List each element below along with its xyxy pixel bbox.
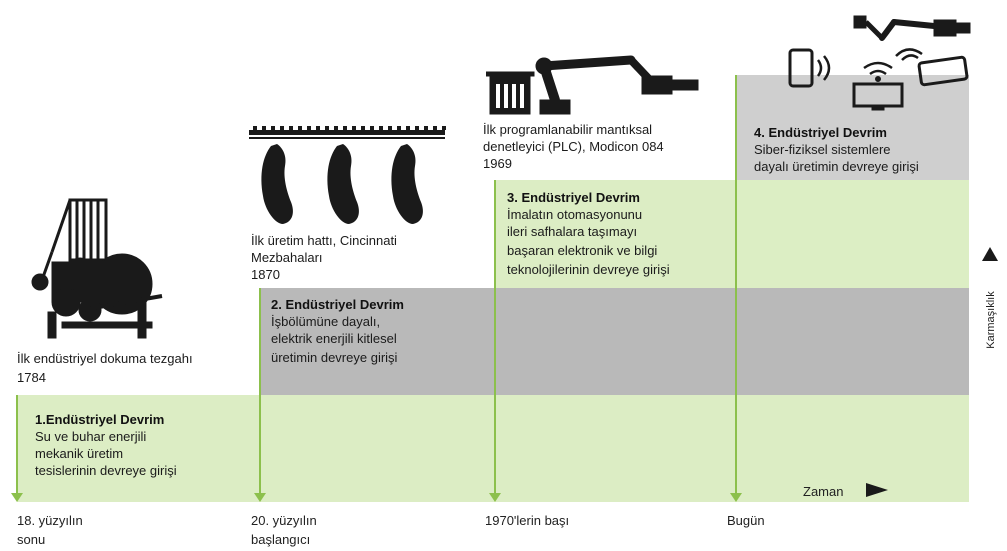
milestone-2-year: 1870	[251, 267, 280, 282]
rail-tooth	[352, 126, 356, 130]
milestone-3-name: İlk programlanabilir mantıksal	[483, 122, 653, 137]
revolution-3-line: teknolojilerinin devreye girişi	[507, 262, 670, 277]
era-4-line: Bugün	[727, 513, 765, 528]
rail-tooth	[361, 126, 365, 130]
milestone-2-name-cont: Mezbahaları	[251, 250, 323, 265]
revolution-4-line: Siber-fiziksel sistemlere	[754, 142, 891, 157]
revolution-2-line: üretimin devreye girişi	[271, 350, 398, 365]
loom-icon	[31, 198, 163, 339]
timeline-line-4	[735, 75, 737, 495]
rail-tooth	[253, 126, 257, 130]
band-2	[260, 288, 969, 395]
y-axis-arrow-icon	[982, 247, 998, 261]
rail-tooth	[289, 126, 293, 130]
revolution-2-line: elektrik enerjili kitlesel	[271, 331, 397, 346]
revolution-2: 2. Endüstriyel Devrim İşbölümüne dayalı,…	[271, 296, 491, 366]
rail-tooth	[316, 126, 320, 130]
milestone-2-caption: İlk üretim hattı, Cincinnati Mezbahaları…	[251, 232, 491, 283]
band-4-base	[736, 180, 969, 288]
era-2-line: başlangıcı	[251, 532, 311, 547]
rail-tooth	[280, 126, 284, 130]
x-axis-arrow-icon	[866, 483, 888, 497]
rail-tooth	[343, 126, 347, 130]
revolution-2-line: İşbölümüne dayalı,	[271, 314, 381, 329]
rail-tooth	[433, 126, 437, 130]
milestone-3-name-cont: denetleyici (PLC), Modicon 084	[483, 139, 664, 154]
timeline-arrow-1	[11, 493, 23, 502]
rail-tooth	[379, 126, 383, 130]
revolution-3-line: başaran elektronik ve bilgi	[507, 243, 658, 258]
revolution-1-line: tesislerinin devreye girişi	[35, 463, 177, 478]
revolution-1: 1.Endüstriyel Devrim Su ve buhar enerjil…	[35, 411, 255, 479]
rail-tooth	[325, 126, 329, 130]
rail-tooth	[334, 126, 338, 130]
cyber-physical-icon	[788, 15, 971, 111]
production-line-icon	[249, 126, 446, 224]
revolution-4-title: 4. Endüstriyel Devrim	[754, 125, 887, 140]
rail-tooth	[406, 126, 410, 130]
rail-tooth	[424, 126, 428, 130]
revolution-4-line: dayalı üretimin devreye girişi	[754, 159, 919, 174]
milestone-2-name: İlk üretim hattı, Cincinnati	[251, 233, 397, 248]
revolution-1-line: mekanik üretim	[35, 446, 124, 461]
timeline-line-2	[259, 288, 261, 495]
rail-tooth	[388, 126, 392, 130]
rail-tooth	[262, 126, 266, 130]
timeline-arrow-3	[489, 493, 501, 502]
revolution-1-line: Su ve buhar enerjili	[35, 429, 147, 444]
timeline-line-3	[494, 180, 496, 495]
era-1-line: 18. yüzyılın	[17, 513, 83, 528]
milestone-3-caption: İlk programlanabilir mantıksal denetleyi…	[483, 121, 728, 172]
era-1-label: 18. yüzyılın sonu	[17, 512, 83, 548]
rail-tooth	[397, 126, 401, 130]
timeline-arrow-4	[730, 493, 742, 502]
rail-tooth	[298, 126, 302, 130]
rail-tooth	[442, 126, 446, 130]
revolution-3-title: 3. Endüstriyel Devrim	[507, 190, 640, 205]
milestone-1-year: 1784	[17, 370, 46, 385]
revolution-2-title: 2. Endüstriyel Devrim	[271, 297, 404, 312]
timeline-line-1	[16, 395, 18, 495]
era-2-line: 20. yüzyılın	[251, 513, 317, 528]
milestone-1-caption: İlk endüstriyel dokuma tezgahı 1784	[17, 350, 257, 386]
era-4-label: Bugün	[727, 512, 765, 529]
robot-arm-icon	[486, 55, 699, 115]
revolution-3-line: ileri safhalara taşımayı	[507, 224, 638, 239]
milestone-1-name: İlk endüstriyel dokuma tezgahı	[17, 351, 193, 366]
y-axis-label: Karmaşıklık	[985, 291, 997, 349]
era-3-label: 1970'lerin başı	[485, 512, 569, 529]
era-1-line: sonu	[17, 532, 46, 547]
era-2-label: 20. yüzyılın başlangıcı	[251, 512, 317, 548]
milestone-3-year: 1969	[483, 156, 512, 171]
revolution-4: 4. Endüstriyel Devrim Siber-fiziksel sis…	[754, 124, 964, 175]
era-3-line: 1970'lerin başı	[485, 513, 570, 528]
revolution-3: 3. Endüstriyel Devrim İmalatın otomasyon…	[507, 189, 732, 278]
revolution-3-line: İmalatın otomasyonunu	[507, 207, 643, 222]
band-1	[17, 395, 969, 502]
timeline-arrow-2	[254, 493, 266, 502]
rail-tooth	[271, 126, 275, 130]
revolution-1-title: 1.Endüstriyel Devrim	[35, 412, 165, 427]
rail-tooth	[307, 126, 311, 130]
x-axis-label: Zaman	[803, 484, 844, 499]
rail-tooth	[370, 126, 374, 130]
rail-tooth	[415, 126, 419, 130]
